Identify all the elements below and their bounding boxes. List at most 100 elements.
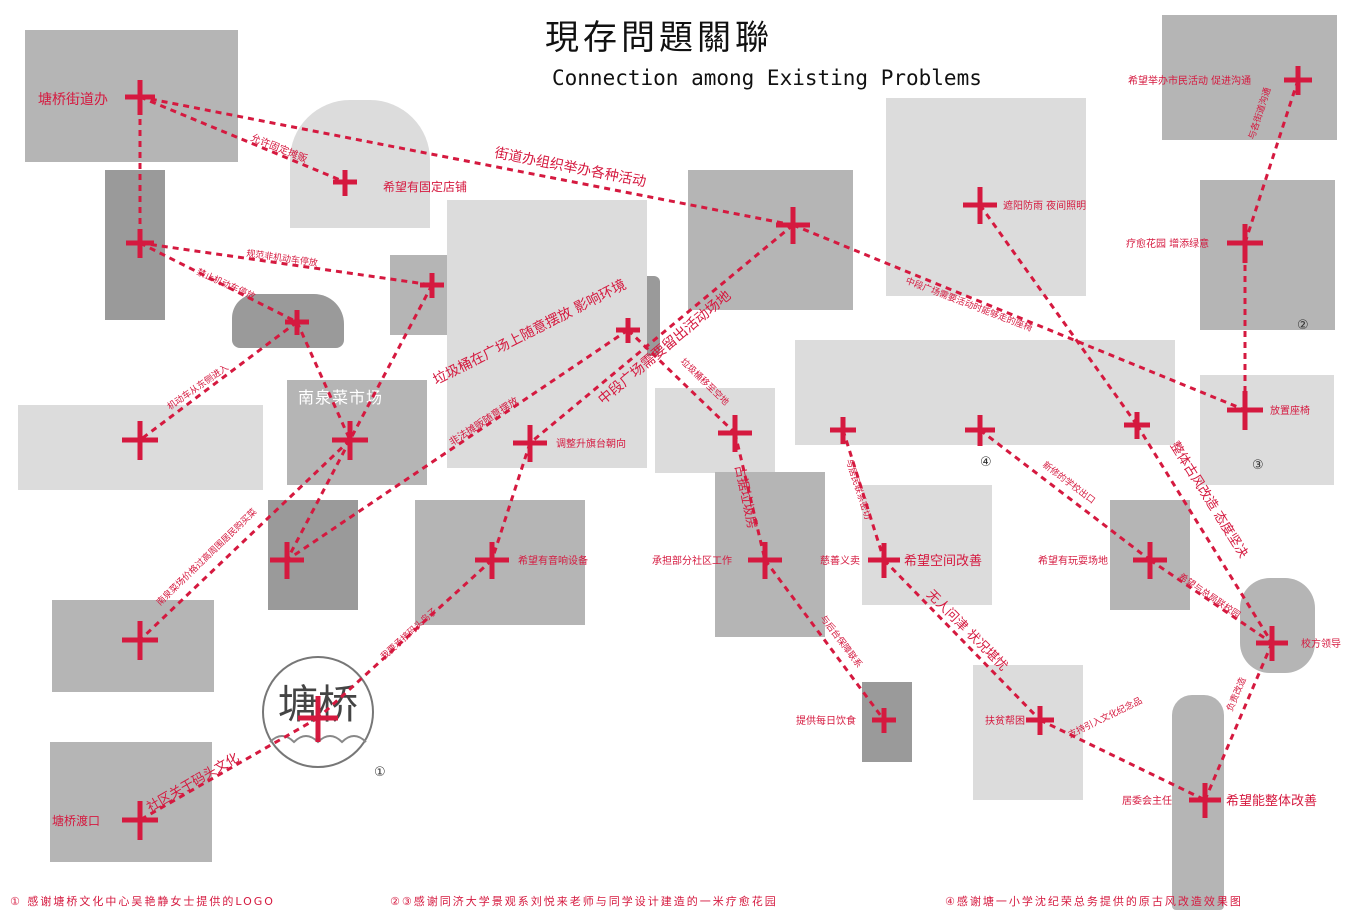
node-label: 希望有音响设备	[518, 554, 588, 567]
node-label: 慈善义卖	[820, 554, 860, 567]
node-cross	[285, 310, 309, 335]
photo-vendor-cart	[268, 500, 358, 610]
title-english: Connection among Existing Problems	[552, 66, 982, 90]
link-line	[792, 223, 1246, 412]
link-label: 机动车从东侧进入	[165, 361, 231, 412]
node-cross	[298, 696, 338, 742]
link-line	[490, 442, 532, 561]
logo-ring	[262, 656, 374, 768]
node-cross	[718, 415, 752, 452]
link-line	[978, 204, 1139, 426]
node-cross	[963, 187, 997, 224]
link-label: 街道办组织举办各种活动	[493, 145, 647, 190]
photo-ferry	[50, 742, 212, 862]
link-line	[348, 284, 434, 441]
circle-number-3: ③	[1252, 458, 1264, 473]
link-line	[763, 559, 886, 721]
node-label: 塘桥渡口	[52, 813, 100, 828]
node-cross	[1256, 626, 1288, 661]
node-cross	[868, 543, 900, 578]
link-label: 垃圾桶在广场上随意摆放 影响环境	[430, 276, 629, 389]
node-cross	[1189, 783, 1221, 818]
photo-gallery	[886, 98, 1086, 296]
node-label: 居委会主任	[1122, 794, 1172, 807]
node-cross	[122, 801, 158, 840]
node-label: 希望空间改善	[904, 553, 982, 569]
node-cross	[776, 207, 810, 244]
link-line	[1149, 558, 1273, 645]
node-cross	[333, 170, 357, 196]
node-cross	[830, 417, 856, 444]
node-label: 遮阳防雨 夜间照明	[1003, 199, 1086, 212]
node-cross	[1133, 542, 1167, 579]
node-label: 塘桥街道办	[38, 92, 108, 108]
photo-crowd	[688, 170, 853, 310]
link-label: 与居民联系密切	[843, 457, 874, 521]
link-label: 禁止机动车停放	[195, 266, 257, 303]
link-label: 我要承接码头鸟子	[378, 605, 440, 662]
photo-umbrella-stall	[290, 100, 430, 228]
photo-market	[287, 380, 427, 485]
link-line	[1135, 424, 1274, 644]
link-label: 社区关于码头文化	[144, 750, 242, 816]
node-cross	[1284, 66, 1312, 95]
node-label: 希望有玩耍场地	[1038, 554, 1108, 567]
link-line	[841, 429, 886, 561]
link-line	[1203, 642, 1274, 801]
link-line	[139, 95, 346, 184]
node-cross	[1026, 706, 1054, 735]
link-line	[529, 223, 794, 445]
link-line	[626, 328, 737, 435]
link-line	[1039, 718, 1206, 802]
link-line	[285, 439, 352, 561]
link-label: 中段广场需要活动时能够走的座椅	[904, 275, 1034, 335]
node-cross	[1227, 224, 1263, 263]
node-cross	[122, 421, 158, 460]
node-cross	[616, 318, 640, 343]
node-label: 校方领导	[1301, 637, 1341, 650]
node-cross	[1124, 412, 1150, 439]
node-label: 扶贫帮困	[985, 714, 1025, 727]
photo-healing-garden	[1200, 180, 1335, 330]
link-line	[286, 328, 629, 562]
link-label: 支持引入文化纪念品	[1066, 694, 1144, 740]
photo-garbage-room	[655, 388, 775, 473]
node-cross	[270, 542, 304, 579]
link-line	[1243, 79, 1300, 244]
node-cross	[965, 415, 995, 446]
logo-circle-number: ①	[374, 765, 386, 780]
link-line	[295, 321, 352, 441]
link-label: 垃圾桶移至空地	[678, 356, 732, 408]
node-cross	[748, 542, 782, 579]
footnote-3: ④感谢塘一小学沈纪荣总务提供的原古风改造效果图	[945, 895, 1243, 908]
link-line	[138, 438, 352, 642]
link-line	[139, 241, 433, 287]
link-label: 与各街道沟通	[1245, 86, 1273, 141]
node-label: 提供每日饮食	[796, 714, 856, 727]
link-label: 非法摊贩随意摆放	[447, 394, 521, 448]
link-line	[139, 320, 298, 442]
link-label: 允许固定摊贩	[249, 131, 310, 166]
node-cross	[332, 421, 368, 460]
footnote-2: ②③感谢同济大学景观系刘悦来老师与同学设计建造的一米疗愈花园	[390, 895, 778, 908]
node-label: 希望有固定店铺	[383, 179, 467, 194]
link-line	[979, 428, 1151, 562]
node-label: 调整升旗台朝向	[556, 437, 626, 450]
footnote-1: ① 感谢塘桥文化中心吴艳静女士提供的LOGO	[10, 895, 275, 908]
photo-stall-awning	[52, 600, 214, 692]
circle-number-4: ④	[980, 455, 992, 470]
node-cross	[420, 273, 444, 298]
photo-flagpoles	[447, 200, 647, 468]
node-label: 希望能整体改善	[1226, 793, 1317, 809]
circle-number-2: ②	[1297, 318, 1309, 333]
node-label: 希望举办市民活动 促进沟通	[1128, 74, 1251, 87]
node-label: 承担部分社区工作	[652, 554, 732, 567]
node-cross	[126, 229, 154, 258]
market-sign-text: 南泉菜市场	[298, 388, 384, 407]
link-label: 无人问津 状况堪忧	[923, 587, 1010, 674]
node-cross	[122, 621, 158, 660]
photo-monk-dog	[715, 472, 825, 637]
title-chinese: 現存問題關聯	[545, 18, 773, 58]
node-cross	[475, 542, 509, 579]
